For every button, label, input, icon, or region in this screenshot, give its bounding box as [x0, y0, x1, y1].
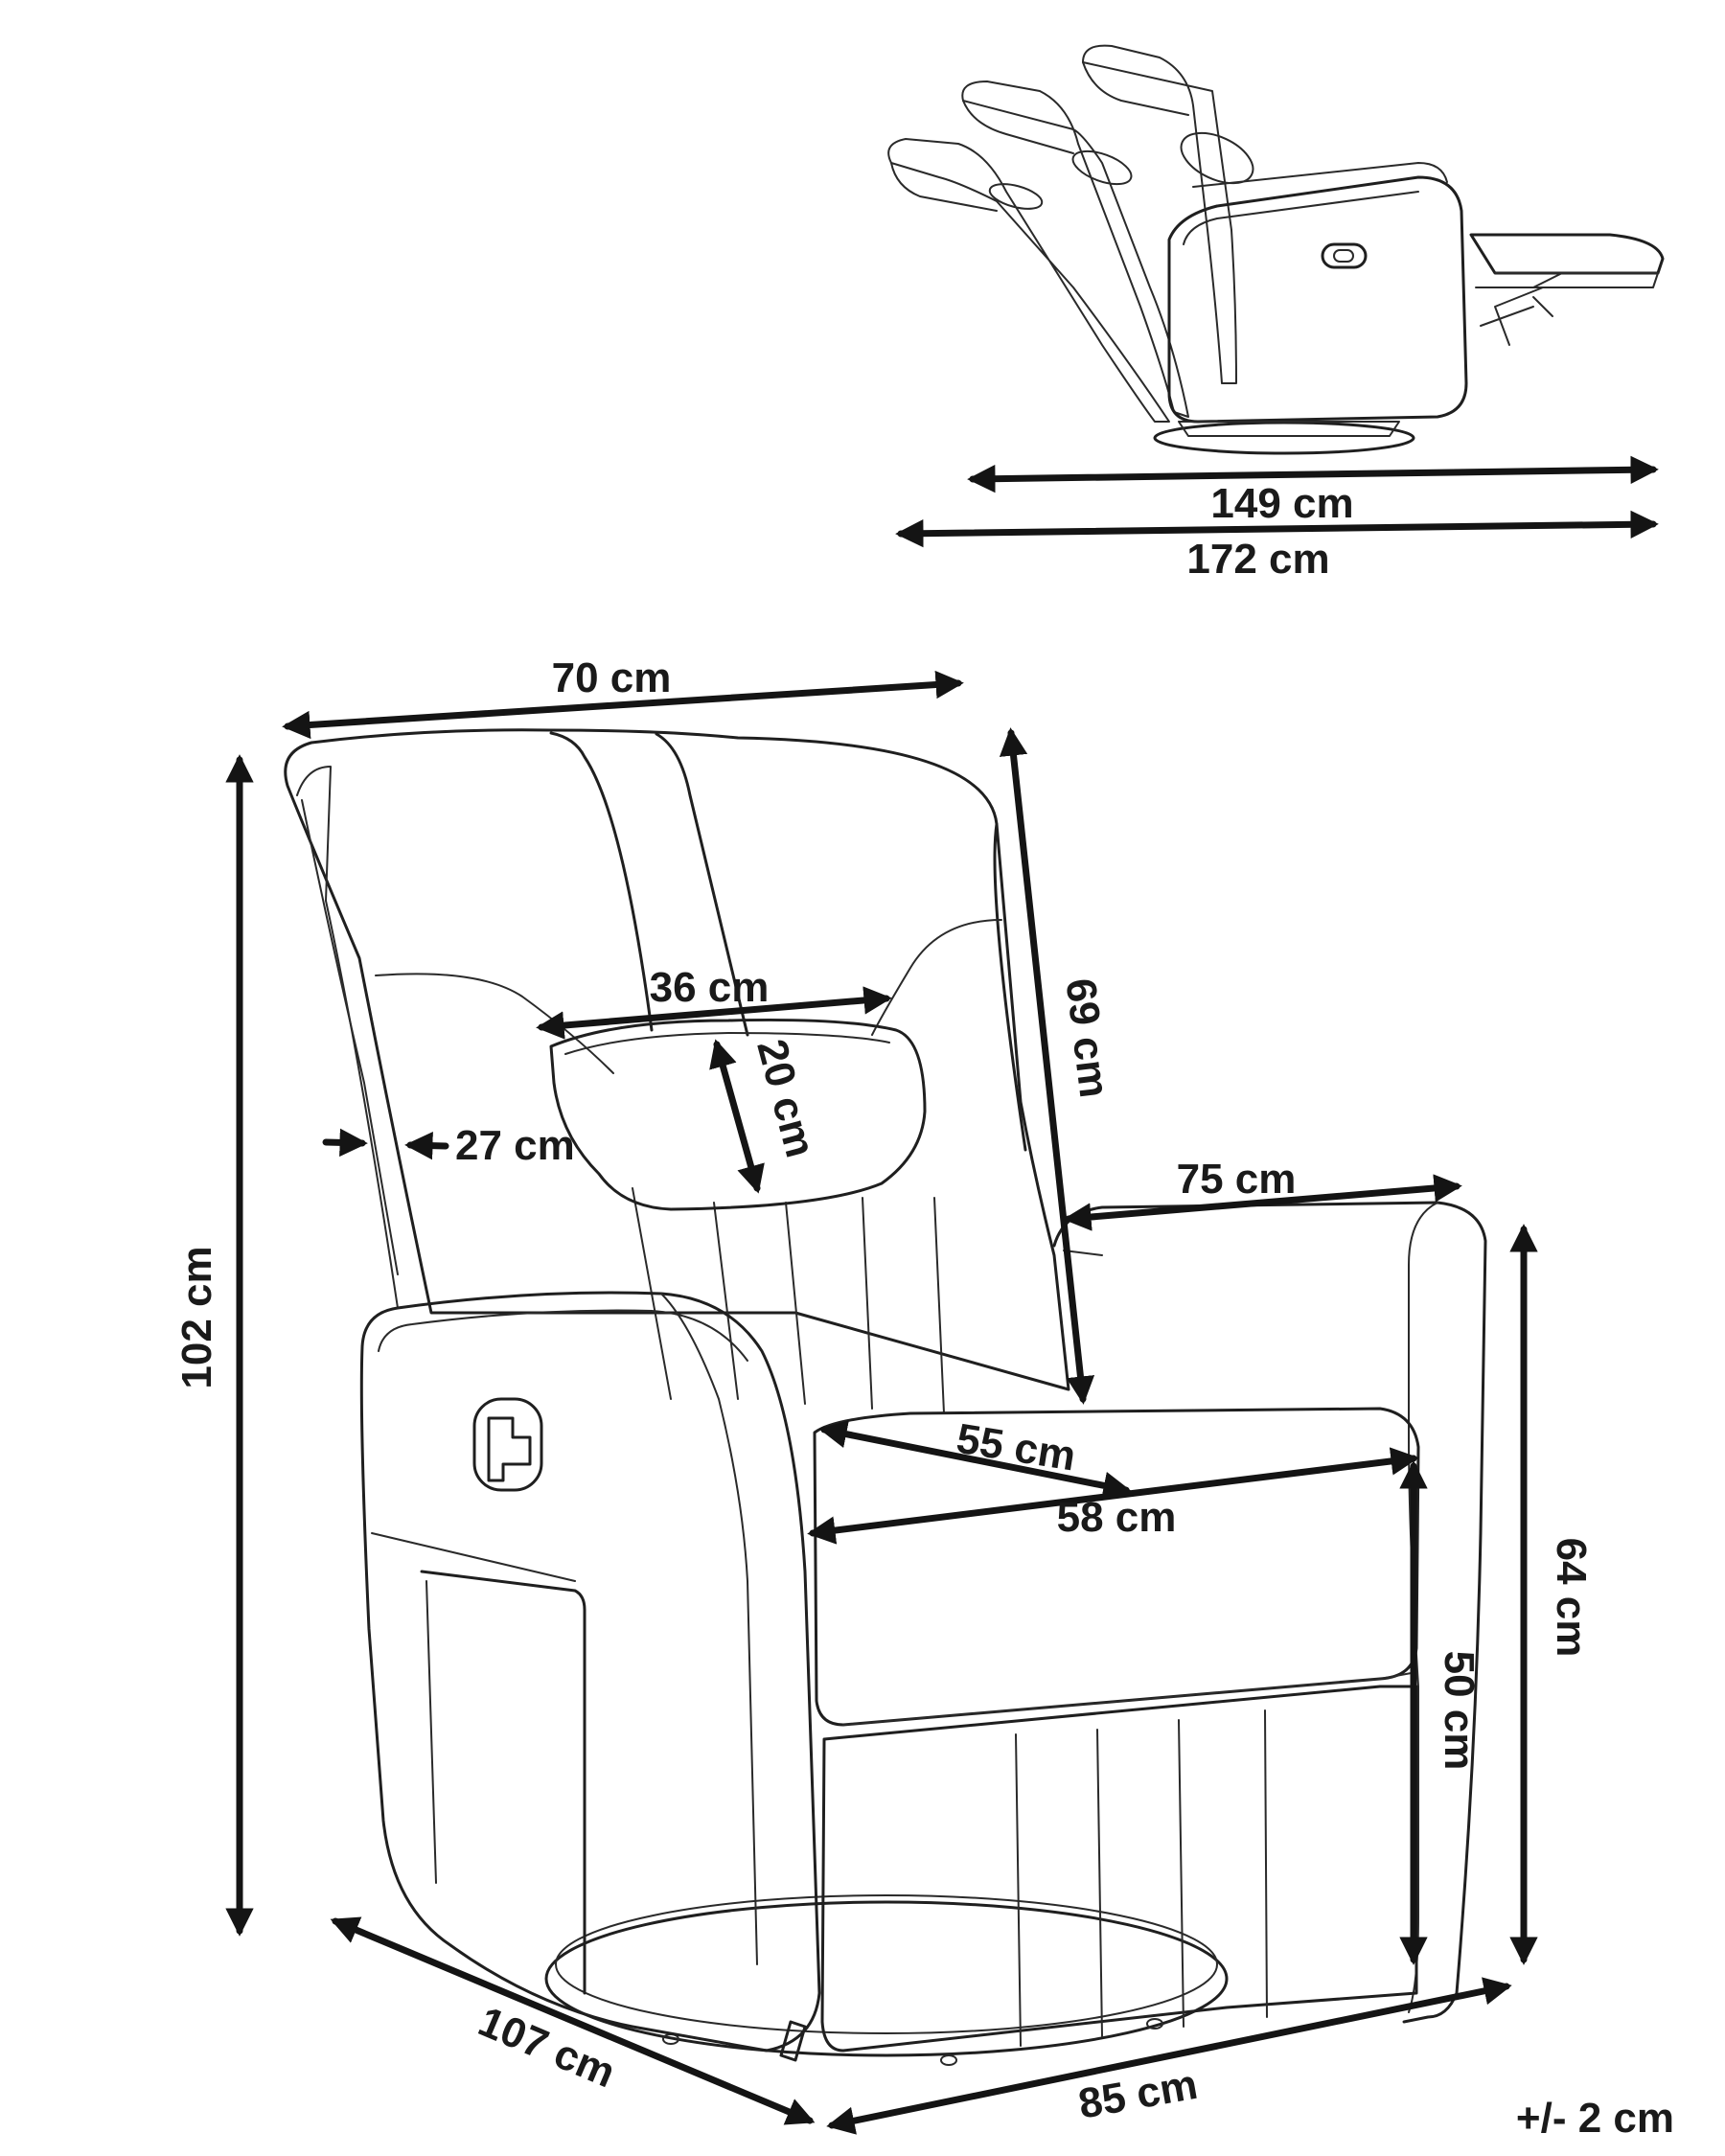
seat-cushion	[813, 1407, 1420, 1727]
backrest-depth-arrow-left	[322, 1128, 368, 1158]
recliner-lever-icon	[472, 1397, 543, 1492]
armrest-right	[1052, 1201, 1487, 2024]
armrest-side-block	[1167, 175, 1468, 424]
total-length-label: 172 cm	[1186, 536, 1329, 583]
tolerance-note: +/- 2 cm	[1516, 2095, 1674, 2142]
backrest-height-label: 69 cm	[1056, 975, 1117, 1100]
armrest-left	[359, 1291, 821, 2053]
reclined-length-label: 149 cm	[1210, 480, 1353, 527]
main-dimensions: 70 cm 102 cm 69 cm 36 cm 20 cm 27 cm 75 …	[173, 654, 1595, 2135]
front-panel	[820, 1685, 1418, 2053]
swivel-base-small	[1153, 421, 1415, 455]
reclined-length-arrow	[967, 455, 1659, 493]
headrest-width-arrow	[536, 986, 892, 1040]
backrest-ghost-mid	[961, 80, 1189, 418]
main-chair-view	[284, 728, 1487, 2066]
seat-height-label: 50 cm	[1436, 1651, 1483, 1771]
depth-top-arrow	[1063, 1174, 1462, 1231]
top-width-label: 70 cm	[552, 654, 672, 701]
depth-top-label: 75 cm	[1177, 1156, 1297, 1203]
total-length-arrow	[895, 510, 1659, 548]
reclined-dimensions: 149 cm 172 cm	[895, 455, 1659, 583]
side-depth-arrow	[330, 1916, 816, 2125]
headrest-height-label: 20 cm	[748, 1035, 824, 1162]
backrest-upright	[1082, 44, 1237, 384]
total-height-label: 102 cm	[173, 1246, 220, 1388]
seat-depth-label: 55 cm	[954, 1415, 1079, 1480]
backrest-depth-label: 27 cm	[455, 1122, 575, 1169]
armrest-height-label: 64 cm	[1548, 1538, 1595, 1658]
reclined-side-view	[887, 44, 1665, 455]
backrest-depth-arrow-right	[404, 1131, 449, 1160]
lever-handle-icon	[1321, 242, 1368, 269]
headrest-height-arrow	[709, 1039, 765, 1194]
front-width-arrow	[826, 1977, 1512, 2135]
backrest	[284, 728, 1070, 1391]
footrest	[1469, 233, 1665, 275]
backrest-height-arrow	[999, 727, 1095, 1405]
seat-width-label: 58 cm	[1057, 1494, 1177, 1541]
seat-width-arrow	[807, 1447, 1419, 1545]
headrest-width-label: 36 cm	[650, 964, 770, 1011]
top-width-arrow	[282, 670, 964, 740]
backrest-ghost-low	[887, 138, 1170, 423]
